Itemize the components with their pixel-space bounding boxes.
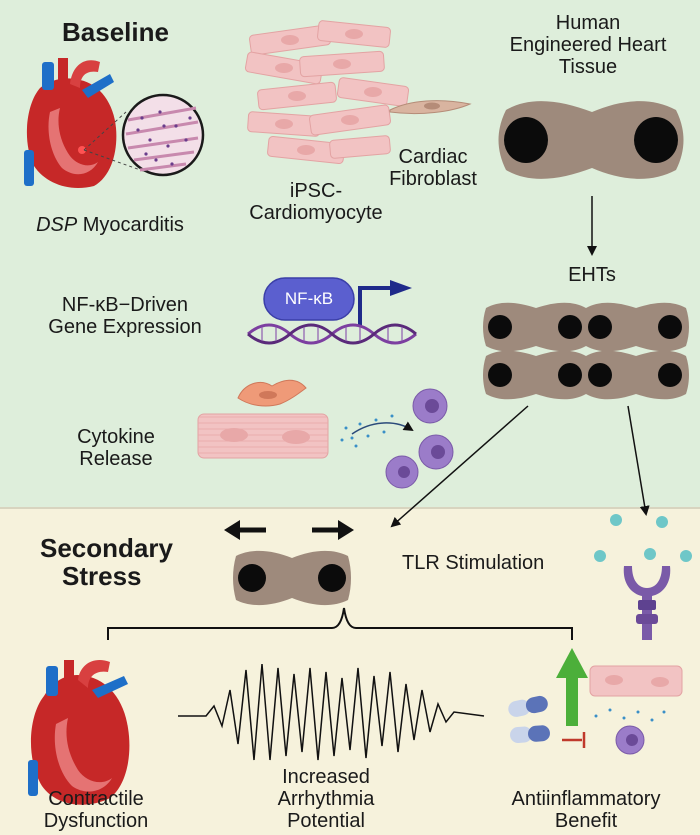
dsp-gene-name: DSP — [36, 214, 78, 236]
cytokine-line2: Release — [79, 448, 153, 470]
histology-magnifier — [83, 93, 205, 177]
contractile-heart-icon — [28, 660, 130, 805]
secondary-line2: Stress — [62, 561, 142, 591]
heart-icon — [24, 58, 117, 188]
nfkb-pill-label: NF-κB — [284, 289, 334, 308]
nfkb-gene-expression-label: NF-κB−Driven Gene Expression — [30, 294, 220, 338]
nfkb-line1: NF-κB−Driven — [61, 294, 189, 316]
arrhythmia-line2: Arrhythmia — [277, 788, 375, 810]
cytokine-release-label: Cytokine Release — [56, 426, 176, 470]
arrhythmia-line3: Potential — [287, 810, 365, 832]
cytokine-release-diagram — [197, 379, 454, 489]
dsp-myocarditis-label: DSP Myocarditis — [20, 214, 200, 236]
cardiac-fibroblast-cell — [389, 100, 472, 115]
secondary-line1: Secondary — [40, 533, 173, 563]
eht-line1: Human — [555, 12, 621, 34]
ehts-label: EHTs — [568, 264, 616, 286]
ipsc-cardiomyocyte-nuclei — [275, 29, 382, 155]
arrhythmia-line1: Increased — [282, 766, 370, 788]
eht-line3: Tissue — [558, 56, 618, 78]
stretch-arrows-icon — [224, 520, 354, 540]
pill-capsules-icon — [508, 695, 550, 743]
antiinflammatory-benefit-label: Antiinflammatory Benefit — [486, 788, 686, 832]
secondary-stress-title: Secondary Stress — [40, 534, 173, 590]
antiinflam-line1: Antiinflammatory — [511, 788, 661, 810]
human-eht-label: Human Engineered Heart Tissue — [488, 12, 688, 78]
nfkb-pill — [263, 277, 355, 321]
ehts-to-tlr-arrow — [627, 405, 650, 516]
contractile-line1: Contractile — [48, 788, 144, 810]
nfkb-promoter-diagram — [247, 277, 417, 345]
antiinflammatory-benefit-icon — [508, 648, 683, 755]
myocarditis-text: Myocarditis — [77, 214, 184, 236]
tlr-receptor-icon — [594, 514, 692, 640]
eht-stressed — [233, 550, 351, 606]
nfkb-line2: Gene Expression — [48, 316, 202, 338]
eht-line2: Engineered Heart — [509, 34, 667, 56]
inhibition-symbol — [562, 732, 586, 748]
cytokine-line1: Cytokine — [77, 426, 155, 448]
contractile-dysfunction-label: Contractile Dysfunction — [16, 788, 176, 832]
eht-large — [498, 101, 684, 179]
tlr-stimulation-label: TLR Stimulation — [402, 552, 545, 574]
ipsc-line2: Cardiomyocyte — [249, 202, 383, 224]
ipsc-cardiomyocyte-label: iPSC- Cardiomyocyte — [236, 180, 396, 224]
outcome-bracket — [107, 607, 573, 640]
ehts-to-stress-arrow — [390, 405, 529, 528]
antiinflam-line2: Benefit — [554, 810, 618, 832]
eht-array — [483, 302, 689, 400]
arrhythmia-trace — [178, 663, 485, 761]
arrhythmia-potential-label: Increased Arrhythmia Potential — [236, 766, 416, 832]
fibroblast-line2: Fibroblast — [389, 168, 477, 190]
cardiac-fibroblast-label: Cardiac Fibroblast — [378, 146, 488, 190]
ipsc-line1: iPSC- — [289, 180, 343, 202]
baseline-title: Baseline — [62, 17, 169, 47]
contractile-line2: Dysfunction — [43, 810, 149, 832]
ipsc-cardiomyocyte-cells — [244, 20, 410, 165]
fibroblast-line1: Cardiac — [398, 146, 468, 168]
